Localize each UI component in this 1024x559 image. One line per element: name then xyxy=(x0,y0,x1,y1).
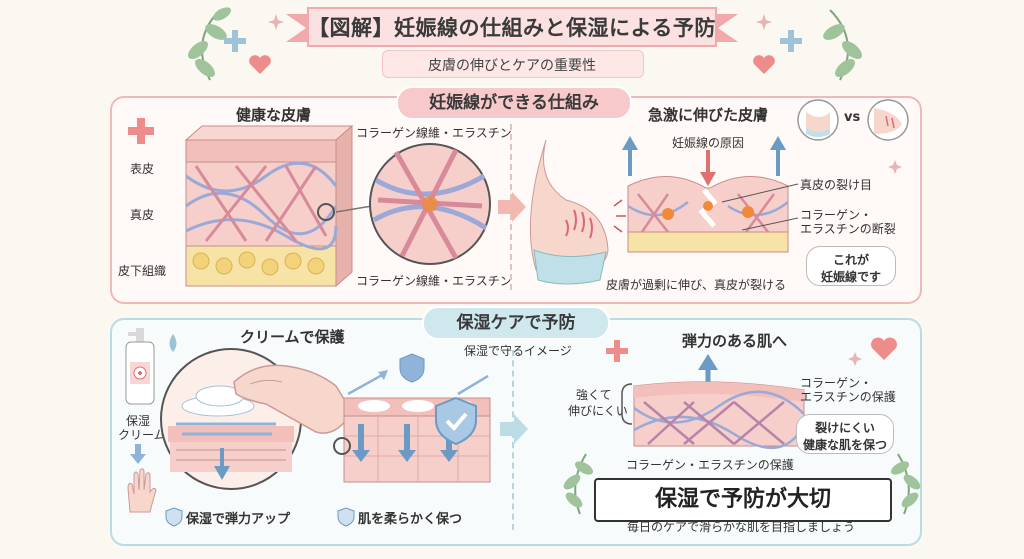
leaf-decoration-bottom-right xyxy=(890,453,921,515)
healthy-skin-bubble: 裂けにくい 健康な肌を保つ xyxy=(796,414,894,454)
plus-icon xyxy=(780,30,802,52)
layer-label-epidermis: 表皮 xyxy=(130,162,155,176)
arrow-down-icon xyxy=(130,444,146,464)
result-bottom-label: コラーゲン・エラスチンの保護 xyxy=(626,458,794,472)
cause-label: 妊娠線の原因 xyxy=(672,136,745,150)
droplet-icon xyxy=(169,334,177,352)
badge-softness: 肌を柔らかく保つ xyxy=(358,512,463,527)
sparkle-icon xyxy=(888,160,902,174)
subtitle-box xyxy=(382,50,644,78)
healthy-skin-title: 健康な皮膚 xyxy=(236,106,312,124)
title-ribbon xyxy=(286,7,738,47)
magnifier-link-circle xyxy=(317,203,335,221)
stretched-skin-diagram xyxy=(622,136,789,253)
leaf-decoration-left xyxy=(188,7,232,81)
medical-cross-icon xyxy=(606,340,628,362)
badge-elasticity: 保湿で弾力アップ xyxy=(186,512,291,527)
layer-label-dermis: 真皮 xyxy=(130,208,155,222)
result-title: 弾力のある肌へ xyxy=(682,332,788,350)
bottom-divider xyxy=(512,350,514,530)
stretch-caption: 皮膚が過剰に伸び、真皮が裂ける xyxy=(606,278,787,292)
callout-lines xyxy=(721,183,799,231)
stretch-mark-bubble-line1: これが xyxy=(832,253,869,267)
sparkle-icon xyxy=(756,14,772,30)
tear-label: 真皮の裂け目 xyxy=(800,178,873,192)
arrow-right-icon xyxy=(498,192,526,222)
fiber-label-top: コラーゲン線維・エラスチン xyxy=(356,126,512,140)
healthy-skin-bubble-line2: 健康な肌を保つ xyxy=(802,438,887,452)
sparkle-icon xyxy=(848,352,862,366)
fiber-label-bottom: コラーゲン線維・エラスチン xyxy=(356,274,512,288)
protection-shield-icon xyxy=(435,396,477,446)
sparkle-icon xyxy=(268,14,284,30)
magnifier-link-circle xyxy=(333,437,351,455)
healthy-skin-diagram xyxy=(184,124,354,288)
leaf-decoration-right xyxy=(823,9,862,81)
bracket-icon xyxy=(621,383,633,425)
cream-label-1: 保湿 xyxy=(126,414,151,428)
pregnant-belly-illustration xyxy=(529,139,626,285)
fiber-break-label-1: コラーゲン・ xyxy=(800,208,873,222)
heart-icon xyxy=(249,55,271,74)
layer-label-subcutaneous: 皮下組織 xyxy=(118,264,167,278)
applying-hand-illustration xyxy=(233,364,353,434)
page-title: 【図解】妊娠線の仕組みと保湿による予防 xyxy=(308,16,716,40)
cream-title: クリームで保護 xyxy=(240,328,345,346)
stretched-skin-title: 急激に伸びた皮膚 xyxy=(648,106,769,124)
key-message-subtext: 毎日のケアで滑らかな肌を目指しましょう xyxy=(626,520,855,534)
hand-icon xyxy=(127,468,157,513)
belly-thumbnail-after xyxy=(867,99,909,141)
elastic-skin-diagram xyxy=(633,354,806,450)
stretch-mark-bubble-line2: 妊娠線です xyxy=(820,270,881,284)
healthy-skin-bubble-line1: 裂けにくい xyxy=(815,421,875,435)
belly-thumbnail-before xyxy=(797,99,839,141)
prevention-heading: 保湿ケアで予防 xyxy=(422,306,610,340)
shield-small-icon xyxy=(165,507,183,527)
protect-label-1: コラーゲン・ xyxy=(800,376,873,390)
key-message-banner: 保湿で予防が大切 xyxy=(594,478,892,522)
protection-image-caption: 保湿で守るイメージ xyxy=(464,344,572,358)
vs-label: vs xyxy=(844,110,861,125)
cream-bottle-icon xyxy=(125,328,155,405)
mechanism-heading: 妊娠線ができる仕組み xyxy=(396,86,632,120)
shield-small-icon xyxy=(337,507,355,527)
fiber-break-label-2: エラスチンの断裂 xyxy=(800,222,896,236)
cream-label-2: クリーム xyxy=(118,428,166,442)
page-subtitle: 皮膚の伸びとケアの重要性 xyxy=(428,58,596,74)
shield-icon xyxy=(399,353,425,383)
stretch-mark-bubble: これが 妊娠線です xyxy=(806,246,896,286)
strong-label-1: 強くて xyxy=(576,388,612,402)
magnified-fiber-circle xyxy=(335,143,491,265)
medical-cross-icon xyxy=(128,118,154,144)
heart-icon xyxy=(753,55,775,74)
leaf-decoration-bottom-left xyxy=(563,453,594,515)
heart-icon xyxy=(871,337,897,360)
strong-label-2: 伸びにくい xyxy=(568,404,628,418)
protect-label-2: エラスチンの保護 xyxy=(800,390,896,404)
arrow-right-icon xyxy=(500,414,528,444)
plus-icon xyxy=(224,30,246,52)
